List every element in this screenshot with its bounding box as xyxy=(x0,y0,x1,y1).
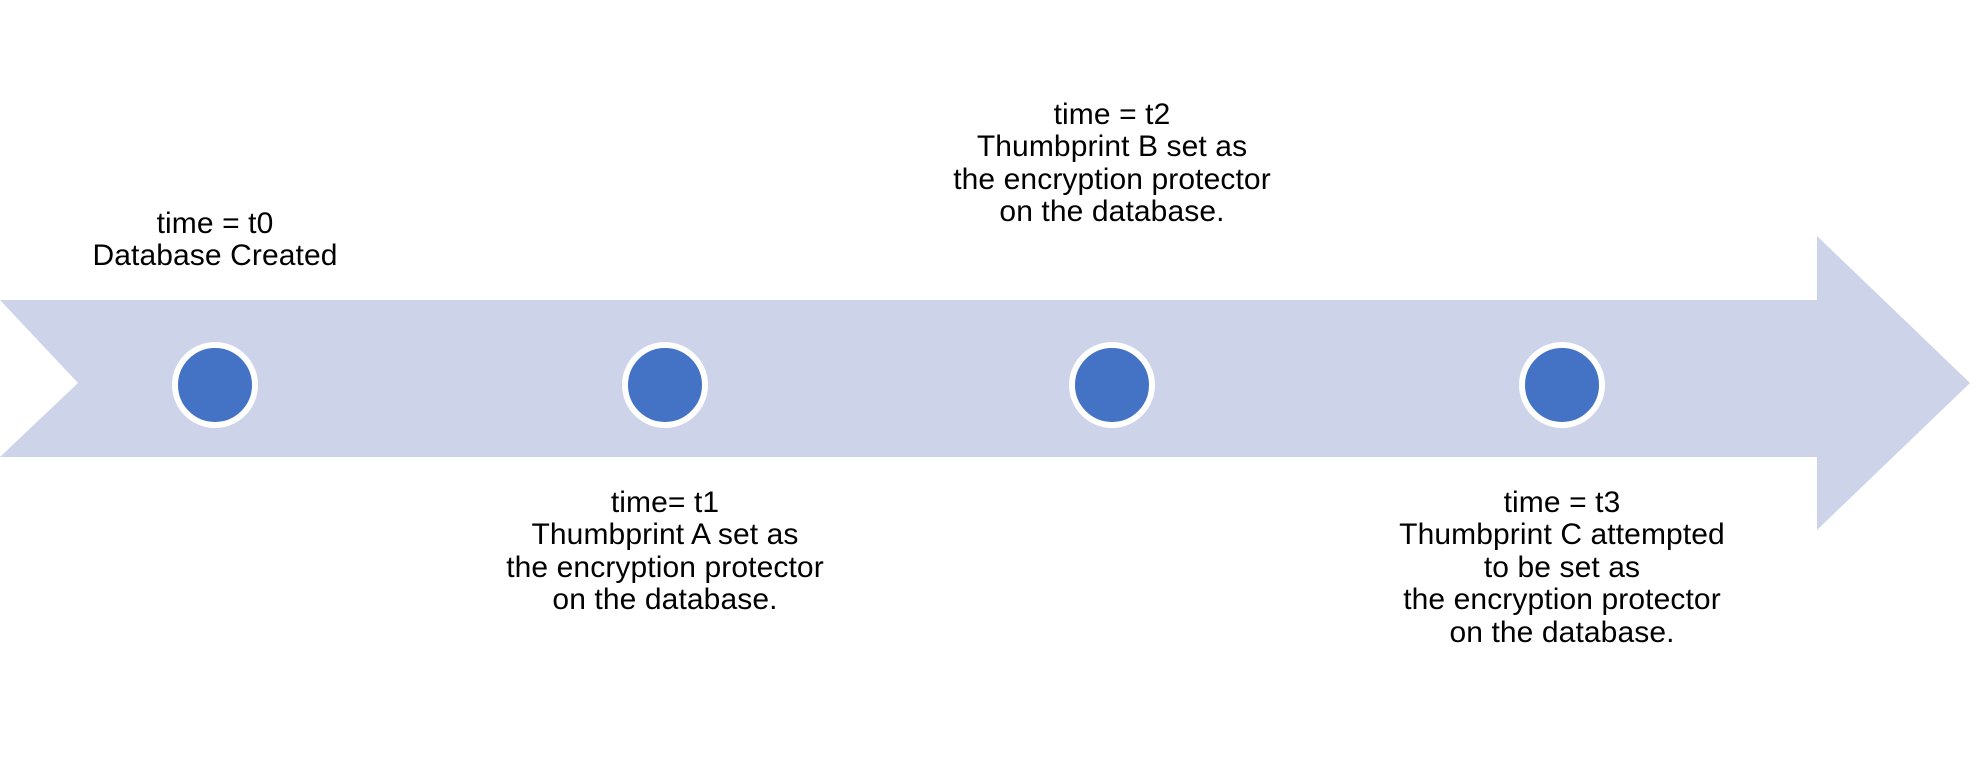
arrow-polygon xyxy=(0,236,1970,530)
milestone-marker-t1[interactable] xyxy=(622,342,708,428)
milestone-label-t1-line-3: the encryption protector xyxy=(506,550,824,584)
milestone-label-t3: time = t3 Thumbprint C attempted to be s… xyxy=(1399,486,1725,649)
milestone-label-t0-line-1: time = t0 xyxy=(156,207,274,240)
milestone-label-t1-line-1: time= t1 xyxy=(610,486,720,519)
milestone-label-t1: time= t1 Thumbprint A set as the encrypt… xyxy=(506,486,824,617)
milestone-marker-t0[interactable] xyxy=(172,342,258,428)
milestone-label-t3-line-1: time = t3 xyxy=(1503,486,1621,519)
milestone-label-t2: time = t2 Thumbprint B set as the encryp… xyxy=(953,98,1271,229)
milestone-label-t2-line-3: the encryption protector xyxy=(953,162,1271,196)
milestone-label-t2-line-4: on the database. xyxy=(999,195,1225,229)
milestone-label-t1-line-4: on the database. xyxy=(552,583,778,617)
milestone-label-t0: time = t0 Database Created xyxy=(92,207,338,273)
milestone-label-t2-line-2: Thumbprint B set as xyxy=(976,130,1248,164)
milestone-label-t3-line-2: Thumbprint C attempted xyxy=(1399,518,1725,552)
milestone-label-t3-line-4: the encryption protector xyxy=(1403,583,1721,617)
milestone-label-t2-line-1: time = t2 xyxy=(1053,98,1171,131)
milestone-label-t0-line-2: Database Created xyxy=(92,239,338,273)
milestone-label-t3-line-3: to be set as xyxy=(1483,550,1641,584)
milestone-marker-t3[interactable] xyxy=(1519,342,1605,428)
milestone-label-t3-line-5: on the database. xyxy=(1449,615,1675,649)
milestone-marker-t2[interactable] xyxy=(1069,342,1155,428)
milestone-label-t1-line-2: Thumbprint A set as xyxy=(531,518,799,552)
